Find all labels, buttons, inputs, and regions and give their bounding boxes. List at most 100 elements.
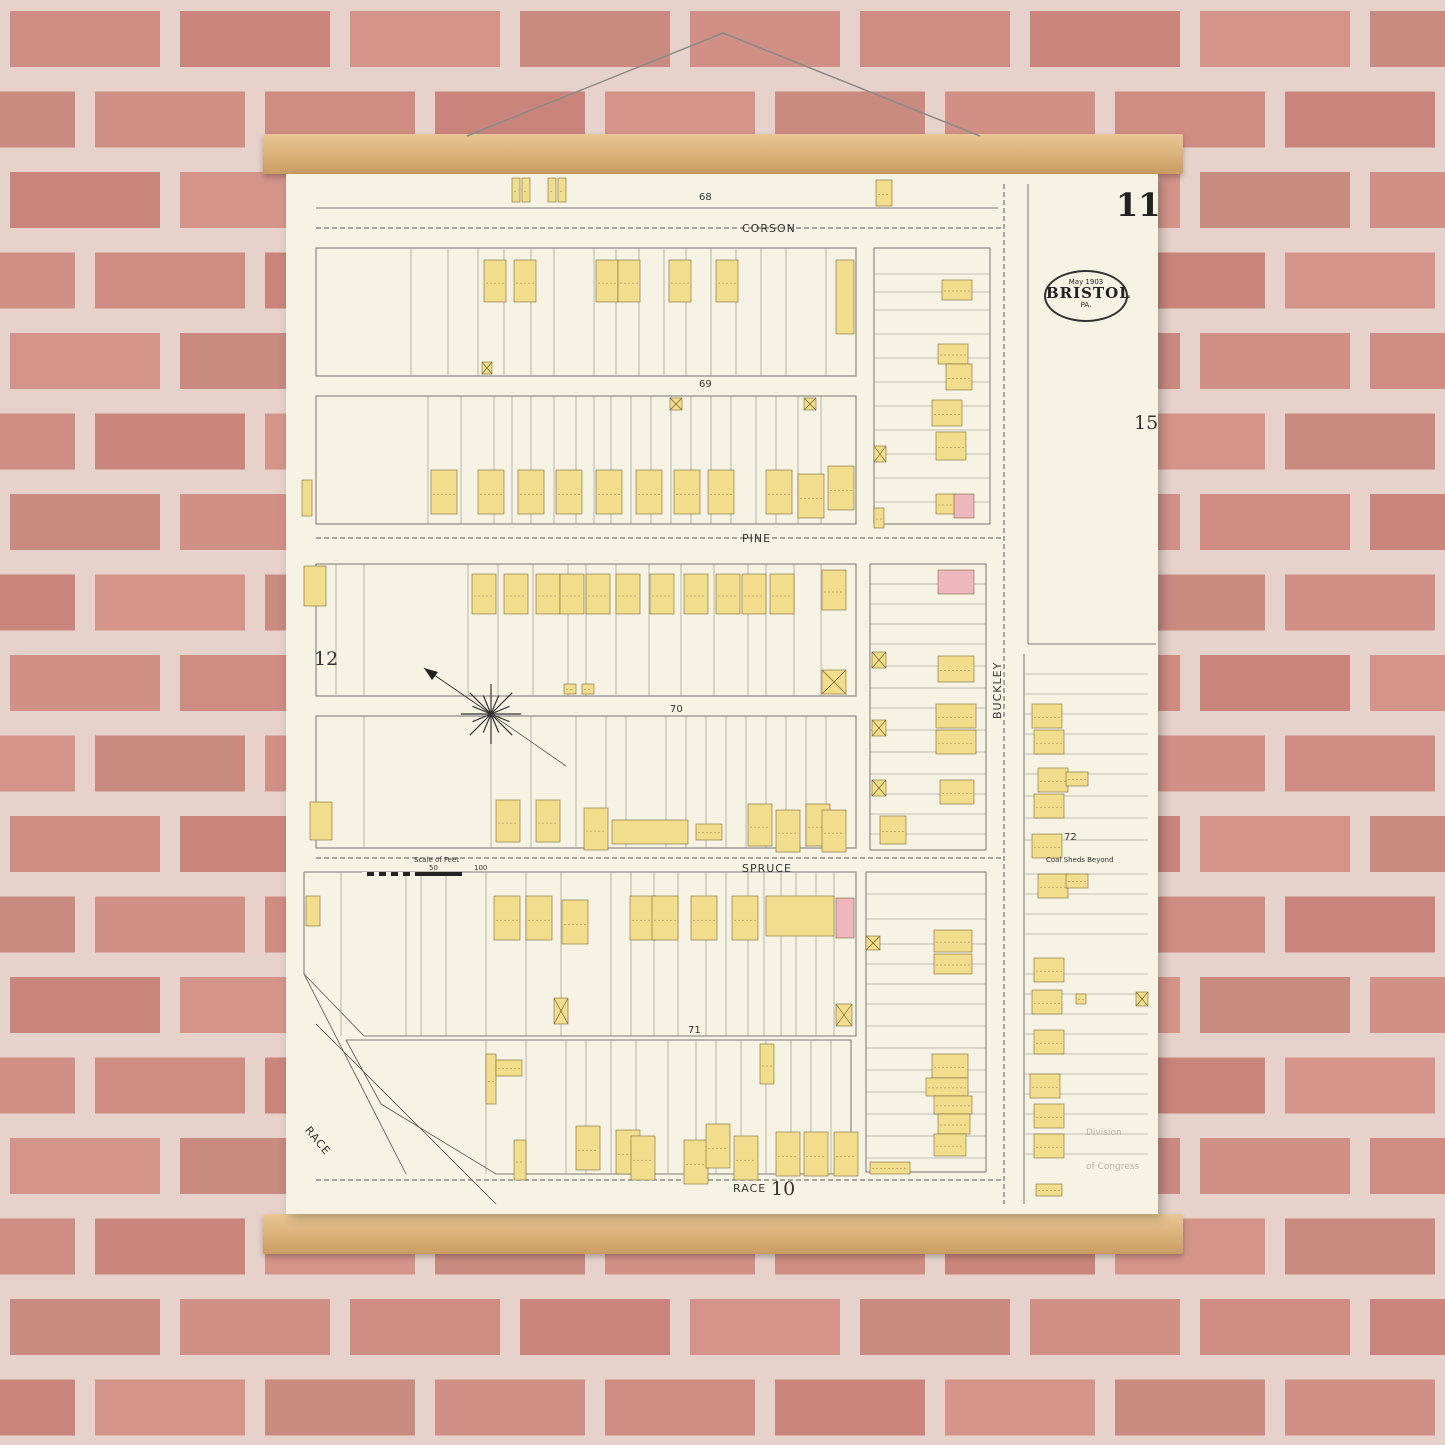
brick <box>1370 172 1445 228</box>
frame-building <box>495 1059 523 1077</box>
frame-building <box>690 895 718 941</box>
frame-building <box>1037 767 1069 793</box>
frame-building <box>595 469 623 515</box>
brick <box>0 252 75 309</box>
frame-building <box>615 573 641 615</box>
brick <box>95 896 245 953</box>
frame-building <box>513 1139 527 1181</box>
frame-building <box>557 177 567 203</box>
block-outline <box>315 247 857 377</box>
frame-building <box>705 1123 731 1169</box>
brick <box>0 1218 75 1275</box>
shed-cross <box>821 669 847 695</box>
brick <box>180 11 330 67</box>
adjoining-sheet-bottom: 10 <box>771 1178 796 1200</box>
shed-cross <box>553 997 569 1025</box>
shed-cross <box>865 935 881 951</box>
frame-building <box>1065 873 1089 889</box>
brick <box>775 1379 925 1436</box>
block-outline <box>345 1039 852 1175</box>
compass-ray <box>469 692 492 715</box>
frame-building <box>821 569 847 611</box>
brick <box>10 172 160 228</box>
brick <box>0 413 75 470</box>
brick <box>1115 1379 1265 1436</box>
frame-building <box>835 259 855 335</box>
brick <box>435 1379 585 1436</box>
frame-building <box>630 1135 656 1181</box>
block-outline <box>873 247 991 525</box>
scale-label: Scale of Feet <box>414 856 460 864</box>
frame-building <box>1075 993 1087 1005</box>
brick <box>1200 977 1350 1033</box>
brick <box>1200 1138 1350 1194</box>
scale-bar-segment <box>386 872 391 876</box>
block-number-70: 70 <box>670 704 683 715</box>
frame-building <box>775 1131 801 1177</box>
frame-building <box>869 1161 911 1175</box>
stamp-date: May 1903 <box>1068 278 1104 286</box>
shed-cross <box>871 651 887 669</box>
shed-cross <box>873 445 887 463</box>
block-number-71: 71 <box>688 1025 701 1036</box>
brick <box>605 1379 755 1436</box>
brick <box>10 655 160 711</box>
brick <box>1370 816 1445 872</box>
scale-tick-50: 50 <box>429 864 438 872</box>
frame-building <box>1033 1103 1065 1129</box>
frame-building <box>747 803 773 847</box>
brick <box>1285 252 1435 309</box>
frame-building <box>559 573 585 615</box>
frame-building <box>517 469 545 515</box>
shed-cross <box>803 397 817 411</box>
sanborn-map-sheet: 11 May 1903 BRISTOL PA. CORSON PINE SPRU… <box>286 174 1158 1214</box>
watermark-line-1: Division <box>1086 1128 1122 1138</box>
brick <box>10 11 160 67</box>
brick <box>1200 172 1350 228</box>
frame-building <box>673 469 701 515</box>
frame-building <box>933 953 973 975</box>
brick <box>1030 1299 1180 1355</box>
brick <box>1285 896 1435 953</box>
frame-building <box>1033 729 1065 755</box>
block-number-69: 69 <box>699 379 712 390</box>
frame-building <box>821 809 847 853</box>
frame-building <box>1065 771 1089 787</box>
frame-building <box>935 431 967 461</box>
frame-building <box>495 799 521 843</box>
brick <box>95 1379 245 1436</box>
frame-building <box>611 819 689 845</box>
block-outline <box>869 563 987 851</box>
frame-building <box>731 895 759 941</box>
frame-building <box>503 573 529 615</box>
sheet-number: 11 <box>1116 186 1158 224</box>
frame-building <box>875 179 893 207</box>
watermark-line-2: of Congress <box>1086 1162 1140 1172</box>
frame-building <box>583 807 609 851</box>
frame-building <box>513 259 537 303</box>
frame-building <box>935 729 977 755</box>
brick <box>1370 1138 1445 1194</box>
adjoining-sheet-right: 15 <box>1134 412 1158 434</box>
scale-tick-100: 100 <box>474 864 488 872</box>
adjoining-sheet-left: 12 <box>314 648 339 670</box>
frame-building <box>561 899 589 945</box>
frame-building <box>1031 833 1063 859</box>
street-label-spruce: SPRUCE <box>742 862 792 875</box>
frame-building <box>707 469 735 515</box>
shed-cross <box>871 719 887 737</box>
frame-building <box>933 929 973 953</box>
brick-building <box>953 493 975 519</box>
shed-cross <box>1135 991 1149 1007</box>
frame-building <box>595 259 619 303</box>
frame-building <box>945 363 973 391</box>
race-diagonal <box>303 973 407 1175</box>
brick <box>860 1299 1010 1355</box>
frame-building <box>935 703 977 729</box>
scale-bar-segment <box>374 872 379 876</box>
brick <box>265 1379 415 1436</box>
brick <box>95 413 245 470</box>
frame-building <box>939 779 975 805</box>
frame-building <box>937 1113 971 1135</box>
brick <box>1370 655 1445 711</box>
